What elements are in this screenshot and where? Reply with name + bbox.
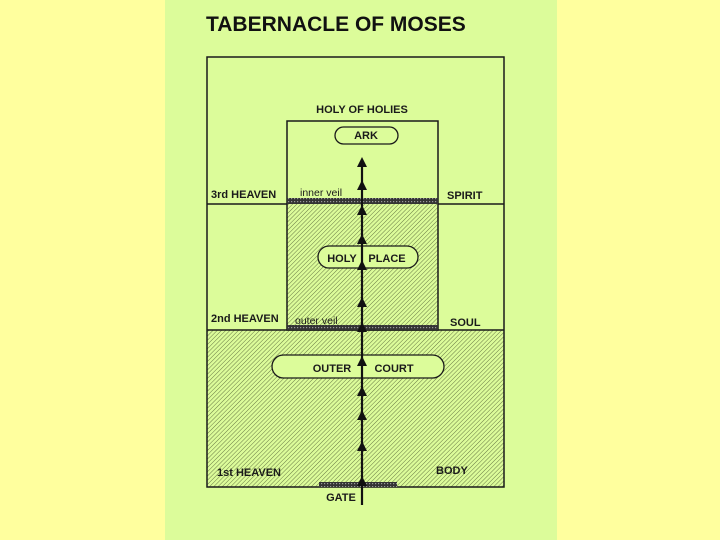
second-heaven-label: 2nd HEAVEN <box>211 313 279 325</box>
arrowhead-icon <box>357 386 367 396</box>
first-heaven-label: 1st HEAVEN <box>217 467 281 479</box>
ark-label: ARK <box>354 130 378 142</box>
arrowhead-icon <box>357 476 367 486</box>
outer-court-label-right: COURT <box>374 363 413 375</box>
third-heaven-label: 3rd HEAVEN <box>211 189 276 201</box>
arrowhead-icon <box>357 441 367 451</box>
arrowhead-icon <box>357 260 367 270</box>
inner-veil-label: inner veil <box>300 187 342 199</box>
arrowhead-icon <box>357 297 367 307</box>
arrowhead-icon <box>357 157 367 167</box>
spirit-label: SPIRIT <box>447 190 483 202</box>
holy-of-holies-label: HOLY OF HOLIES <box>316 104 408 116</box>
holy-place-label-left: HOLY <box>327 253 357 265</box>
outer-court-label-left: OUTER <box>313 363 352 375</box>
outer-court-area <box>207 330 504 487</box>
arrowhead-icon <box>357 180 367 190</box>
diagram-title: TABERNACLE OF MOSES <box>206 13 466 36</box>
soul-label: SOUL <box>450 317 481 329</box>
arrowhead-icon <box>357 356 367 366</box>
holy-place-oval <box>317 245 419 269</box>
path-arrowheads <box>357 157 367 486</box>
ark-oval <box>334 126 399 145</box>
arrowhead-icon <box>357 234 367 244</box>
arrowhead-icon <box>357 410 367 420</box>
body-label: BODY <box>436 465 468 477</box>
outer-court-oval <box>271 354 445 379</box>
outer-veil-label: outer veil <box>295 315 338 327</box>
arrowhead-icon <box>357 322 367 332</box>
holy-place-label-right: PLACE <box>368 253 405 265</box>
gate-label: GATE <box>326 492 356 504</box>
arrowhead-icon <box>357 205 367 215</box>
